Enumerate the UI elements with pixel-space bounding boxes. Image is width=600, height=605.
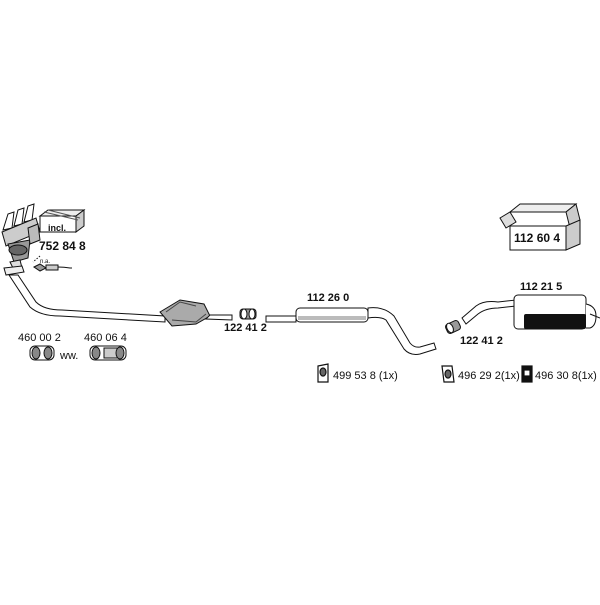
adapter-b-part-number: 460 06 4	[84, 332, 127, 344]
incl-box	[38, 209, 86, 233]
rear-silencer-part-number: 112 21 5	[520, 281, 563, 293]
front-clamp-part-number: 122 41 2	[224, 322, 267, 334]
mount-a-drawing	[317, 363, 329, 383]
mount-c-part-number: 496 30 8(1x)	[535, 370, 597, 382]
manifold-part-number: 752 84 8	[39, 239, 86, 253]
rear-silencer-drawing	[461, 294, 600, 330]
front-pipe-drawing	[3, 265, 233, 327]
mount-b-part-number: 496 29 2(1x)	[458, 370, 520, 382]
front-clamp-drawing	[239, 308, 257, 320]
adapter-a-part-number: 460 00 2	[18, 332, 61, 344]
rear-clamp-part-number: 122 41 2	[460, 335, 503, 347]
adapter-a-drawing	[29, 345, 55, 361]
mount-c-drawing	[521, 365, 533, 383]
kit-box-drawing	[499, 203, 581, 251]
middle-silencer-part-number: 112 26 0	[307, 292, 350, 304]
lambda-sensor-drawing	[32, 255, 72, 272]
adapter-b-drawing	[89, 345, 127, 361]
na-label: n.a.	[40, 259, 51, 265]
exhaust-manifold-drawing	[1, 203, 41, 271]
ww-label: ww.	[60, 350, 79, 362]
rear-clamp-drawing	[445, 319, 461, 335]
incl-label: incl.	[48, 223, 67, 233]
mount-b-drawing	[441, 365, 455, 383]
mount-a-part-number: 499 53 8 (1x)	[333, 370, 398, 382]
kit-part-number: 112 60 4	[514, 231, 561, 245]
middle-silencer-drawing	[265, 307, 437, 355]
